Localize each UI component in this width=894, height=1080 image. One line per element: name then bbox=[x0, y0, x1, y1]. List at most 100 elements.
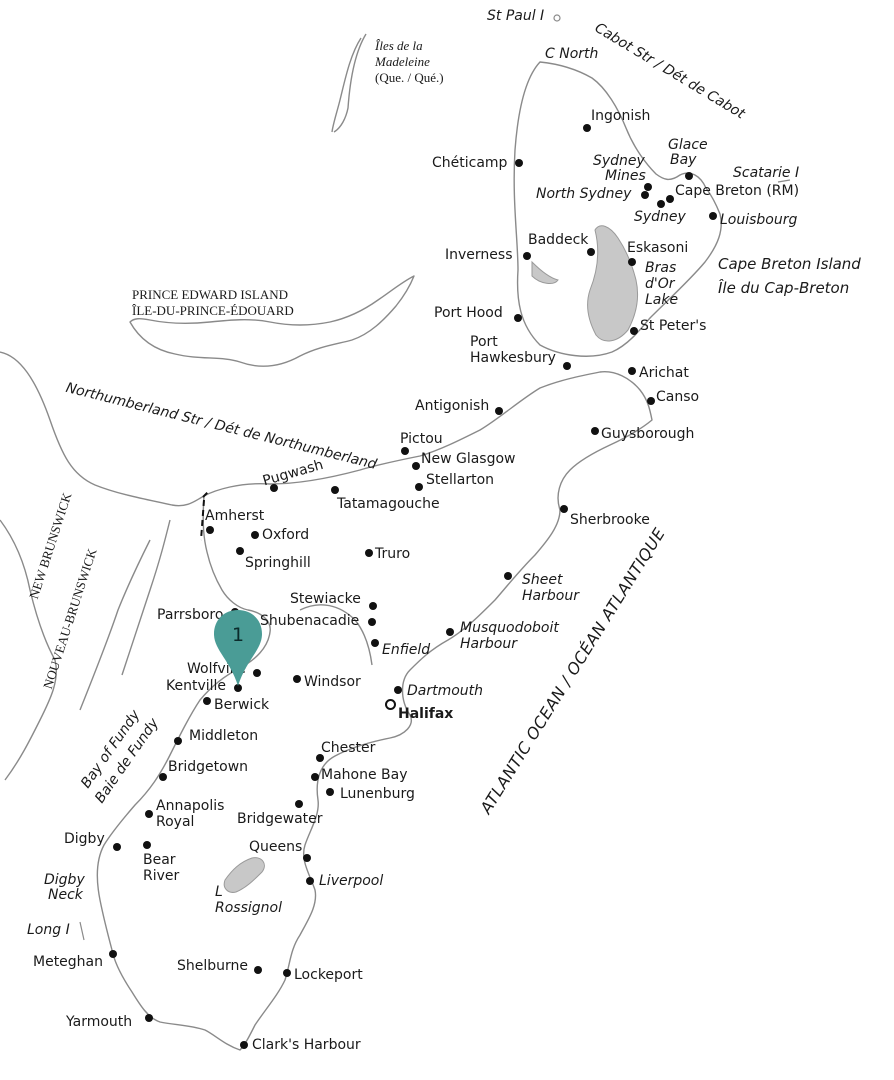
parrsboro-label: Parrsboro bbox=[157, 607, 224, 623]
ingonish-label: Ingonish bbox=[591, 108, 651, 124]
sheet-harbour-dot[interactable] bbox=[504, 572, 512, 580]
st-paul-island-label: St Paul I bbox=[487, 8, 545, 24]
st-paul-island bbox=[553, 14, 561, 22]
kentville-label: Kentville bbox=[166, 678, 227, 694]
sydney-dot[interactable] bbox=[657, 200, 665, 208]
cheticamp-dot[interactable] bbox=[515, 159, 523, 167]
stellarton-label: Stellarton bbox=[426, 472, 495, 488]
cape-breton-rm-dot[interactable] bbox=[666, 195, 674, 203]
arichat-dot[interactable] bbox=[628, 367, 636, 375]
springhill-label: Springhill bbox=[245, 555, 311, 571]
lockeport-label: Lockeport bbox=[294, 967, 363, 983]
oxford-dot[interactable] bbox=[251, 531, 259, 539]
louisbourg-dot[interactable] bbox=[709, 212, 717, 220]
liverpool-dot[interactable] bbox=[306, 877, 314, 885]
kentville-dot[interactable] bbox=[234, 684, 242, 692]
glace-bay-label-1: Glace bbox=[668, 137, 708, 153]
glace-bay-label-2: Bay bbox=[670, 152, 697, 168]
madeleine-label-3: (Que. / Qué.) bbox=[375, 70, 444, 85]
arichat-label: Arichat bbox=[639, 365, 689, 381]
digby-dot[interactable] bbox=[113, 843, 121, 851]
enfield-dot[interactable] bbox=[371, 639, 379, 647]
eskasoni-dot[interactable] bbox=[628, 258, 636, 266]
new-glasgow-label: New Glasgow bbox=[421, 451, 516, 467]
berwick-dot[interactable] bbox=[203, 697, 211, 705]
port-hawkesbury-label-1: Port bbox=[470, 334, 498, 350]
pictou-label: Pictou bbox=[400, 431, 443, 447]
shubenacadie-dot[interactable] bbox=[368, 618, 376, 626]
bridgetown-label: Bridgetown bbox=[168, 759, 249, 775]
location-pin-marker[interactable]: 1 bbox=[212, 608, 264, 688]
cheticamp-label: Chéticamp bbox=[432, 155, 508, 171]
lockeport-dot[interactable] bbox=[283, 969, 291, 977]
digby-label: Digby bbox=[64, 831, 105, 847]
port-hawkesbury-dot[interactable] bbox=[563, 362, 571, 370]
stewiacke-dot[interactable] bbox=[369, 602, 377, 610]
canso-label: Canso bbox=[656, 389, 700, 405]
pugwash-dot[interactable] bbox=[270, 484, 278, 492]
annapolis-royal-label-2: Royal bbox=[156, 814, 195, 830]
yarmouth-dot[interactable] bbox=[145, 1014, 153, 1022]
queens-dot[interactable] bbox=[303, 854, 311, 862]
glace-bay-dot[interactable] bbox=[685, 172, 693, 180]
cape-north-label: C North bbox=[545, 46, 599, 62]
sydney-mines-label-2: Mines bbox=[605, 168, 646, 184]
musquodoboit-dot[interactable] bbox=[446, 628, 454, 636]
musquodoboit-label-2: Harbour bbox=[460, 636, 517, 652]
digby-neck-label-1: Digby bbox=[44, 872, 85, 888]
windsor-dot[interactable] bbox=[293, 675, 301, 683]
st-peters-dot[interactable] bbox=[630, 327, 638, 335]
shubenacadie-label: Shubenacadie bbox=[260, 613, 360, 629]
wolfville-dot[interactable] bbox=[253, 669, 261, 677]
port-hood-dot[interactable] bbox=[514, 314, 522, 322]
guysborough-dot[interactable] bbox=[591, 427, 599, 435]
cape-breton-rm-label: Cape Breton (RM) bbox=[675, 183, 800, 199]
pictou-dot[interactable] bbox=[401, 447, 409, 455]
sheet-harbour-label-1: Sheet bbox=[522, 572, 563, 588]
north-sydney-dot[interactable] bbox=[641, 191, 649, 199]
bear-river-dot[interactable] bbox=[143, 841, 151, 849]
port-hawkesbury-label-2: Hawkesbury bbox=[470, 350, 556, 366]
annapolis-royal-dot[interactable] bbox=[145, 810, 153, 818]
new-glasgow-dot[interactable] bbox=[412, 462, 420, 470]
sydney-mines-dot[interactable] bbox=[644, 183, 652, 191]
amherst-dot[interactable] bbox=[206, 526, 214, 534]
bridgewater-dot[interactable] bbox=[295, 800, 303, 808]
canso-dot[interactable] bbox=[647, 397, 655, 405]
chester-label: Chester bbox=[321, 740, 376, 756]
tatamagouche-dot[interactable] bbox=[331, 486, 339, 494]
mahone-bay-dot[interactable] bbox=[311, 773, 319, 781]
mahone-bay-label: Mahone Bay bbox=[321, 767, 408, 783]
springhill-dot[interactable] bbox=[236, 547, 244, 555]
meteghan-label: Meteghan bbox=[33, 954, 104, 970]
amherst-label: Amherst bbox=[205, 508, 265, 524]
meteghan-dot[interactable] bbox=[109, 950, 117, 958]
antigonish-label: Antigonish bbox=[415, 398, 490, 414]
clarks-harbour-dot[interactable] bbox=[240, 1041, 248, 1049]
shelburne-dot[interactable] bbox=[254, 966, 262, 974]
antigonish-dot[interactable] bbox=[495, 407, 503, 415]
dartmouth-dot[interactable] bbox=[394, 686, 402, 694]
cape-breton-island-label-fr: Île du Cap-Breton bbox=[718, 279, 850, 297]
ingonish-dot[interactable] bbox=[583, 124, 591, 132]
stellarton-dot[interactable] bbox=[415, 483, 423, 491]
halifax-capital-marker[interactable] bbox=[385, 699, 396, 710]
lunenburg-dot[interactable] bbox=[326, 788, 334, 796]
stewiacke-label: Stewiacke bbox=[290, 591, 361, 607]
truro-dot[interactable] bbox=[365, 549, 373, 557]
sherbrooke-dot[interactable] bbox=[560, 505, 568, 513]
cape-breton-outline bbox=[513, 61, 722, 357]
bras-dor-label-2: d'Or bbox=[645, 276, 675, 292]
louisbourg-label: Louisbourg bbox=[720, 212, 798, 228]
middleton-dot[interactable] bbox=[174, 737, 182, 745]
baddeck-dot[interactable] bbox=[587, 248, 595, 256]
sherbrooke-label: Sherbrooke bbox=[570, 512, 650, 528]
cape-breton-island-label-en: Cape Breton Island bbox=[718, 255, 861, 273]
bridgetown-dot[interactable] bbox=[159, 773, 167, 781]
chester-dot[interactable] bbox=[316, 754, 324, 762]
inverness-label: Inverness bbox=[445, 247, 513, 263]
rossignol-label-2: Rossignol bbox=[215, 900, 282, 916]
madeleine-outline bbox=[331, 33, 367, 133]
inverness-dot[interactable] bbox=[523, 252, 531, 260]
